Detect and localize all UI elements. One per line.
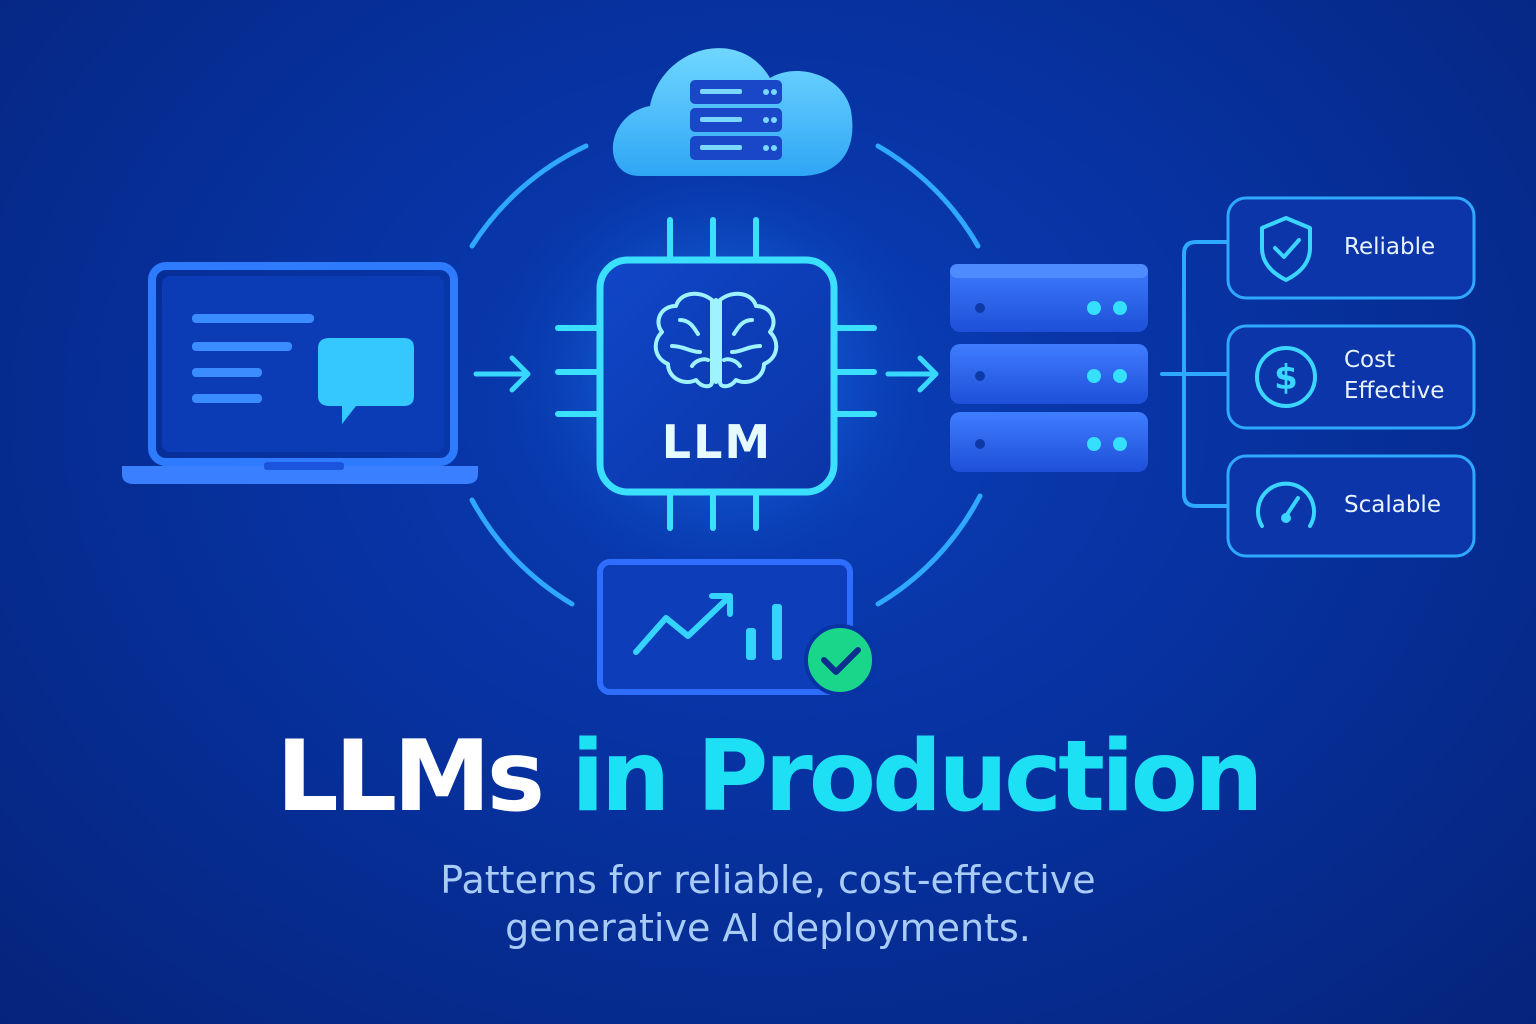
subtitle-line-2: generative AI deployments. bbox=[505, 906, 1031, 950]
analytics-chart-icon bbox=[597, 559, 853, 695]
check-badge-icon bbox=[804, 624, 876, 696]
ring-arc-bottom-left bbox=[469, 497, 575, 607]
server-stack-icon bbox=[950, 264, 1148, 472]
feature-card-scalable bbox=[1226, 454, 1476, 558]
title-part-llms: LLMs bbox=[276, 720, 545, 834]
llm-label: LLM bbox=[661, 415, 773, 469]
feature-label-cost-line-2: Effective bbox=[1344, 378, 1445, 404]
page-title: LLMs in Production bbox=[0, 712, 1536, 842]
feature-label-cost-effective: Cost Effective bbox=[1344, 345, 1444, 407]
arrow-llm-to-servers bbox=[885, 355, 939, 393]
subtitle-line-1: Patterns for reliable, cost-effective bbox=[440, 858, 1096, 902]
chip-brain-icon bbox=[596, 256, 838, 496]
cycle-ring bbox=[469, 143, 983, 607]
svg-text:$: $ bbox=[1274, 358, 1298, 398]
feature-label-scalable-line: Scalable bbox=[1344, 492, 1441, 518]
feature-label-scalable: Scalable bbox=[1344, 490, 1441, 521]
chip-pins bbox=[555, 217, 877, 531]
ring-arc-top-left bbox=[469, 143, 589, 249]
shield-check-icon bbox=[1260, 216, 1312, 282]
ring-arc-bottom-right bbox=[875, 493, 983, 607]
feature-connectors bbox=[1160, 240, 1230, 508]
feature-label-reliable-line: Reliable bbox=[1344, 234, 1436, 260]
speedometer-icon bbox=[1256, 481, 1316, 528]
chat-bubble-icon bbox=[318, 338, 414, 424]
ring-arc-top-right bbox=[875, 143, 981, 249]
laptop-chat-icon bbox=[122, 262, 478, 484]
arrow-laptop-to-llm bbox=[473, 355, 531, 393]
cloud-server-icon bbox=[612, 48, 853, 176]
brain-icon bbox=[653, 291, 779, 389]
feature-label-cost-line-1: Cost bbox=[1344, 347, 1396, 373]
feature-card-cost-effective: $ bbox=[1226, 324, 1476, 430]
feature-label-reliable: Reliable bbox=[1344, 232, 1435, 263]
feature-card-reliable bbox=[1226, 196, 1476, 300]
title-part-production: in Production bbox=[571, 720, 1264, 834]
subtitle: Patterns for reliable, cost-effective ge… bbox=[0, 856, 1536, 952]
dollar-coin-icon: $ bbox=[1255, 346, 1317, 408]
